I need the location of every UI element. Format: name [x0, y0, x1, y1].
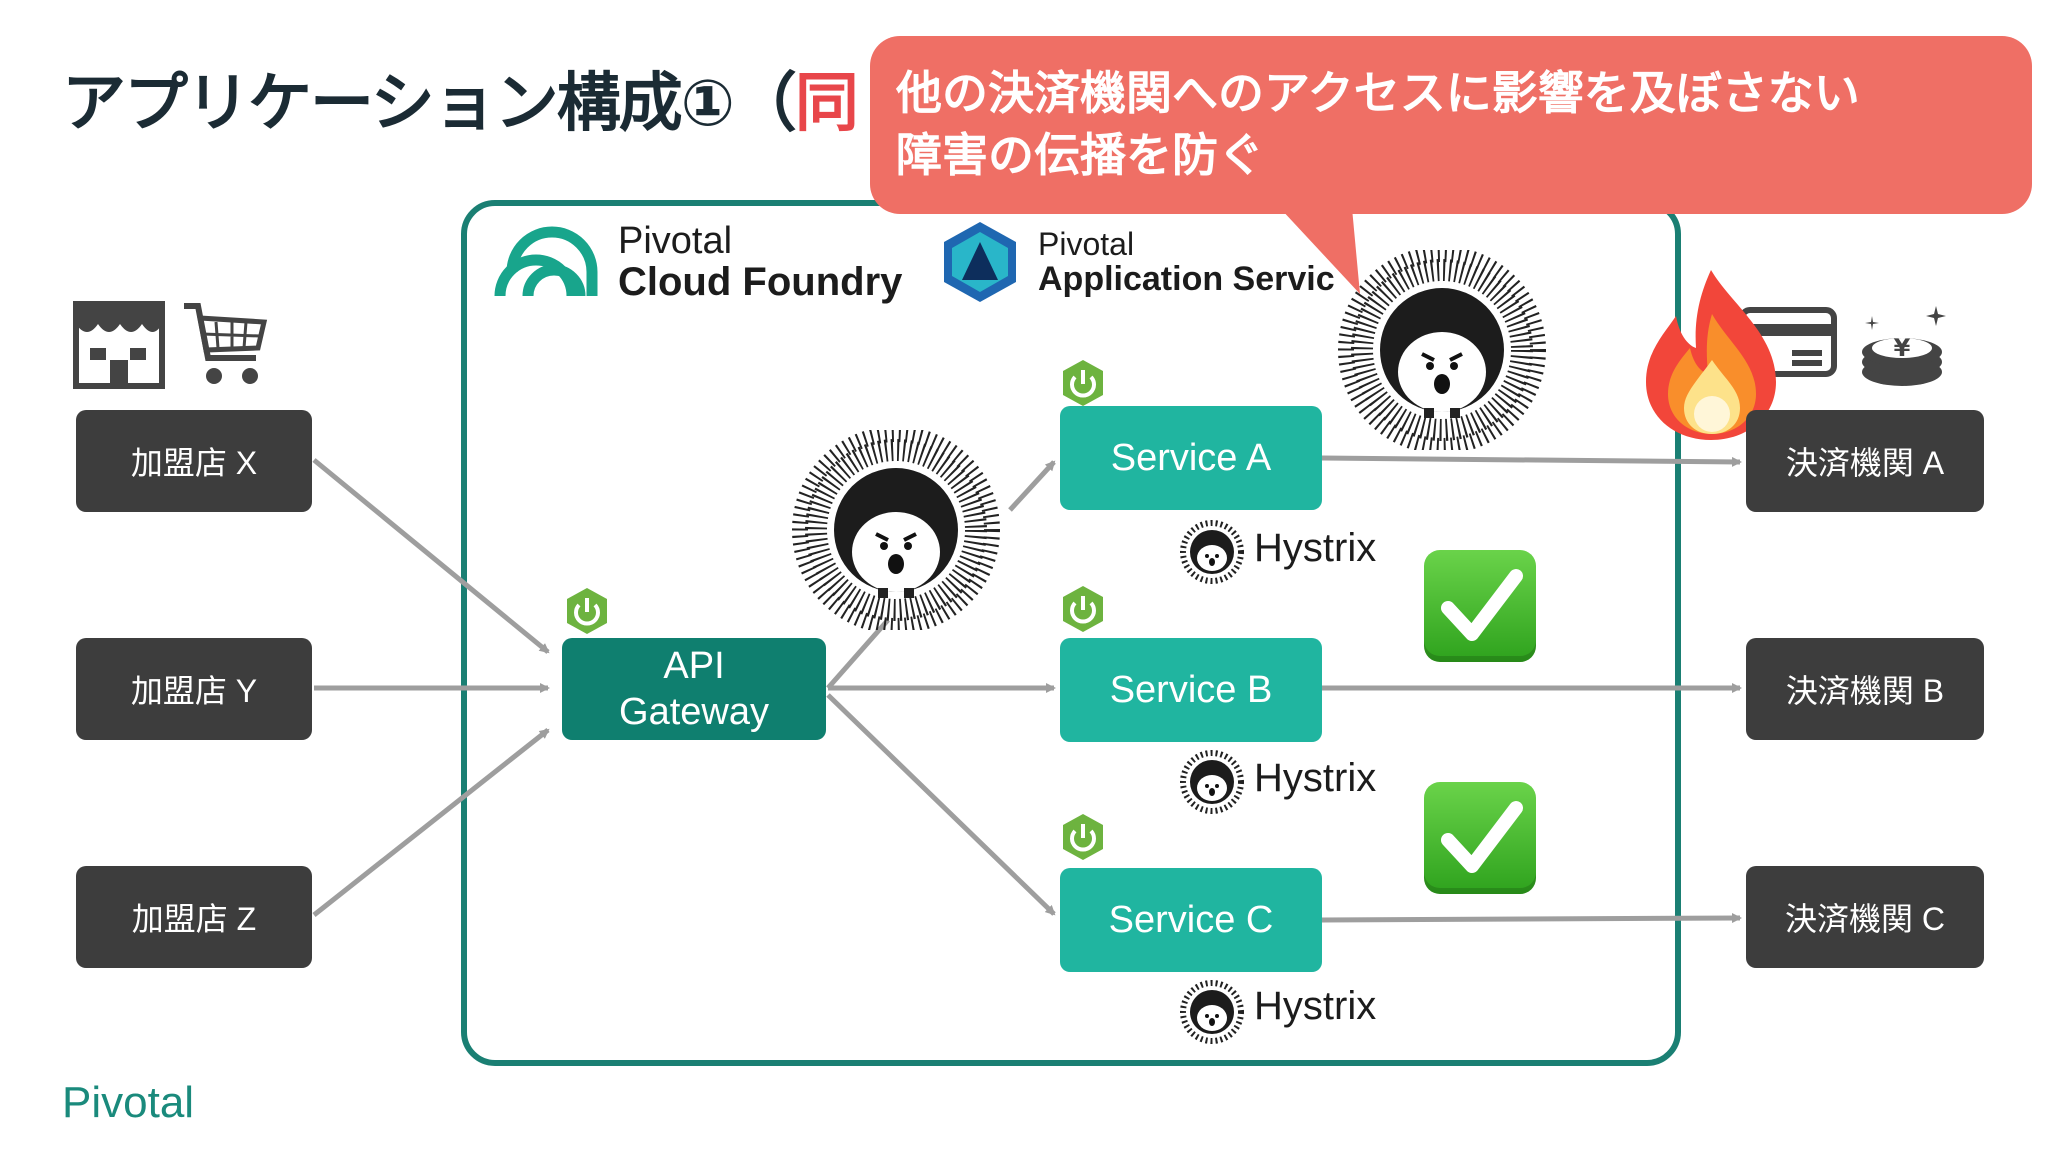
arrow-gateway-to-a — [826, 618, 890, 690]
store-icon — [73, 301, 165, 389]
arrow-c-to-bank-c — [1321, 913, 1742, 924]
arrow-a-to-bank-a — [1321, 455, 1742, 467]
merchant-y-box: 加盟店 Y — [76, 638, 312, 740]
spring-power-icon — [1063, 586, 1103, 632]
merchant-z-box: 加盟店 Z — [76, 866, 312, 968]
merchant-x-box: 加盟店 X — [76, 410, 312, 512]
service-c-box: Service C — [1060, 868, 1322, 972]
svg-text:¥: ¥ — [1894, 334, 1911, 362]
pas-logo-icon — [944, 222, 1016, 302]
bank-a-box: 決済機関 A — [1746, 410, 1984, 512]
api-gateway-box: API Gateway — [562, 638, 826, 740]
pas-logo-line2: Application Servic — [1038, 260, 1335, 298]
pcf-logo-line2: Cloud Foundry — [618, 260, 903, 304]
check-mark-icon — [1424, 782, 1536, 894]
hystrix-label-b: Hystrix — [1254, 756, 1377, 800]
pas-logo-line1: Pivotal — [1038, 226, 1135, 262]
pcf-logo-line1: Pivotal — [618, 220, 733, 262]
slide-title: アプリケーション構成①（同 — [62, 52, 859, 144]
coin-icon: ¥ — [1862, 306, 1946, 386]
spring-power-icon — [567, 588, 607, 634]
api-gateway-line2: Gateway — [619, 691, 769, 733]
hystrix-label-a: Hystrix — [1254, 526, 1377, 570]
callout-bubble — [870, 36, 2032, 214]
callout-line1: 他の決済機関へのアクセスに影響を及ぼさない — [896, 66, 1860, 120]
bank-b-box: 決済機関 B — [1746, 638, 1984, 740]
hedgehog-icon — [1338, 250, 1546, 450]
shopping-cart-icon — [184, 303, 268, 384]
service-b-box: Service B — [1060, 638, 1322, 742]
arrow-z-to-gateway — [312, 728, 550, 917]
arrow-gateway-to-a-head — [1008, 460, 1056, 512]
pivotal-brand-logo: Pivotal — [62, 1078, 195, 1127]
fire-icon — [1646, 270, 1776, 440]
service-a-box: Service A — [1060, 406, 1322, 510]
arrow-gateway-to-c — [826, 693, 1056, 916]
slide-title-main: アプリケーション構成①（ — [62, 67, 797, 141]
spring-power-icon — [1063, 814, 1103, 860]
callout-line2: 障害の伝播を防ぐ — [896, 128, 1264, 182]
hedgehog-icon — [1180, 980, 1244, 1044]
callout-tail — [1280, 208, 1360, 294]
spring-power-icon — [1063, 360, 1103, 406]
check-mark-icon — [1424, 550, 1536, 662]
pcf-logo-icon — [494, 226, 598, 297]
hedgehog-icon — [1180, 520, 1244, 584]
slide-title-red: 同 — [794, 67, 859, 141]
hedgehog-icon — [792, 430, 1000, 630]
callout-text: 他の決済機関へのアクセスに影響を及ぼさない 障害の伝播を防ぐ — [896, 62, 2006, 186]
bank-c-box: 決済機関 C — [1746, 866, 1984, 968]
arrow-x-to-gateway — [312, 458, 550, 654]
api-gateway-line1: API — [663, 645, 725, 687]
hystrix-label-c: Hystrix — [1254, 984, 1377, 1028]
hedgehog-icon — [1180, 750, 1244, 814]
